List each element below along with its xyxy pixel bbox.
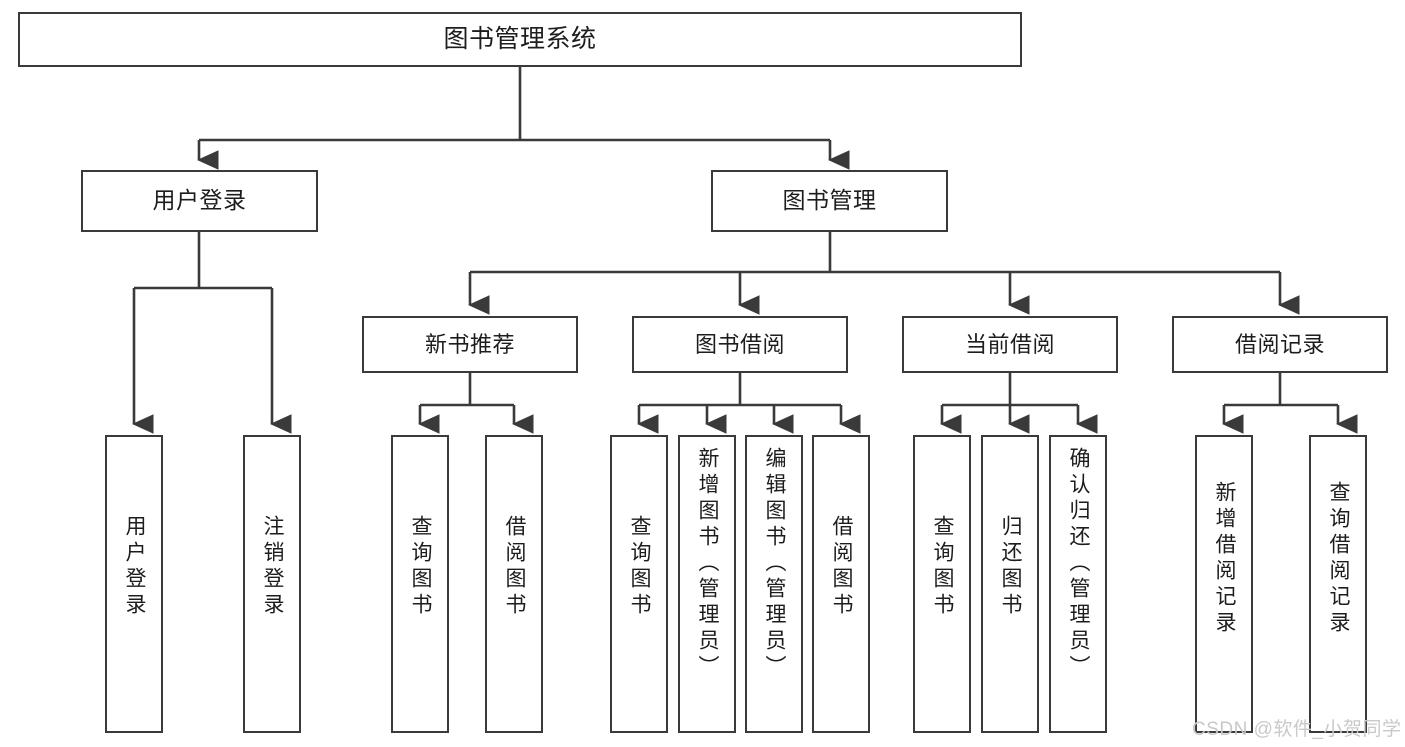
node-label: 注销登录 — [261, 515, 285, 619]
leaf-query-books-current[interactable]: 查询图书 — [913, 435, 971, 733]
leaf-add-borrowing-record[interactable]: 新增借阅记录 — [1195, 435, 1253, 733]
node-label: 图书管理系统 — [443, 24, 597, 53]
node-book-management[interactable]: 图书管理 — [711, 170, 948, 232]
leaf-user-login[interactable]: 用户登录 — [105, 435, 163, 733]
node-label: 查询图书 — [628, 515, 652, 619]
node-label: 借阅图书 — [830, 515, 854, 619]
leaf-query-books-borrowing[interactable]: 查询图书 — [610, 435, 668, 733]
node-label: 编辑图书（管理员） — [763, 447, 787, 681]
node-label: 新增借阅记录 — [1213, 481, 1237, 637]
node-label: 查询图书 — [409, 515, 433, 619]
leaf-borrow-books-recommendation[interactable]: 借阅图书 — [485, 435, 543, 733]
leaf-query-books-recommendation[interactable]: 查询图书 — [391, 435, 449, 733]
node-current-borrowing[interactable]: 当前借阅 — [902, 316, 1118, 373]
node-root-book-management-system[interactable]: 图书管理系统 — [18, 12, 1022, 67]
node-user-login[interactable]: 用户登录 — [81, 170, 318, 232]
node-label: 用户登录 — [123, 515, 147, 619]
leaf-query-borrowing-record[interactable]: 查询借阅记录 — [1309, 435, 1367, 733]
node-label: 当前借阅 — [964, 331, 1055, 357]
leaf-return-books[interactable]: 归还图书 — [981, 435, 1039, 733]
node-label: 查询图书 — [931, 515, 955, 619]
node-book-borrowing[interactable]: 图书借阅 — [632, 316, 848, 373]
leaf-borrow-books[interactable]: 借阅图书 — [812, 435, 870, 733]
node-label: 查询借阅记录 — [1327, 481, 1351, 637]
node-label: 确认归还（管理员） — [1067, 447, 1091, 681]
node-new-book-recommendation[interactable]: 新书推荐 — [362, 316, 578, 373]
node-label: 图书管理 — [782, 187, 877, 214]
leaf-add-book-admin[interactable]: 新增图书（管理员） — [678, 435, 736, 733]
node-label: 归还图书 — [999, 515, 1023, 619]
node-label: 用户登录 — [152, 187, 247, 214]
leaf-confirm-return-admin[interactable]: 确认归还（管理员） — [1049, 435, 1107, 733]
node-borrowing-records[interactable]: 借阅记录 — [1172, 316, 1388, 373]
watermark-csdn: CSDN @软件_小贺同学 — [1192, 719, 1402, 740]
leaf-logout[interactable]: 注销登录 — [243, 435, 301, 733]
node-label: 图书借阅 — [694, 331, 785, 357]
node-label: 借阅图书 — [503, 515, 527, 619]
leaf-edit-book-admin[interactable]: 编辑图书（管理员） — [745, 435, 803, 733]
node-label: 借阅记录 — [1234, 331, 1325, 357]
node-label: 新书推荐 — [424, 331, 515, 357]
node-label: 新增图书（管理员） — [696, 447, 720, 681]
